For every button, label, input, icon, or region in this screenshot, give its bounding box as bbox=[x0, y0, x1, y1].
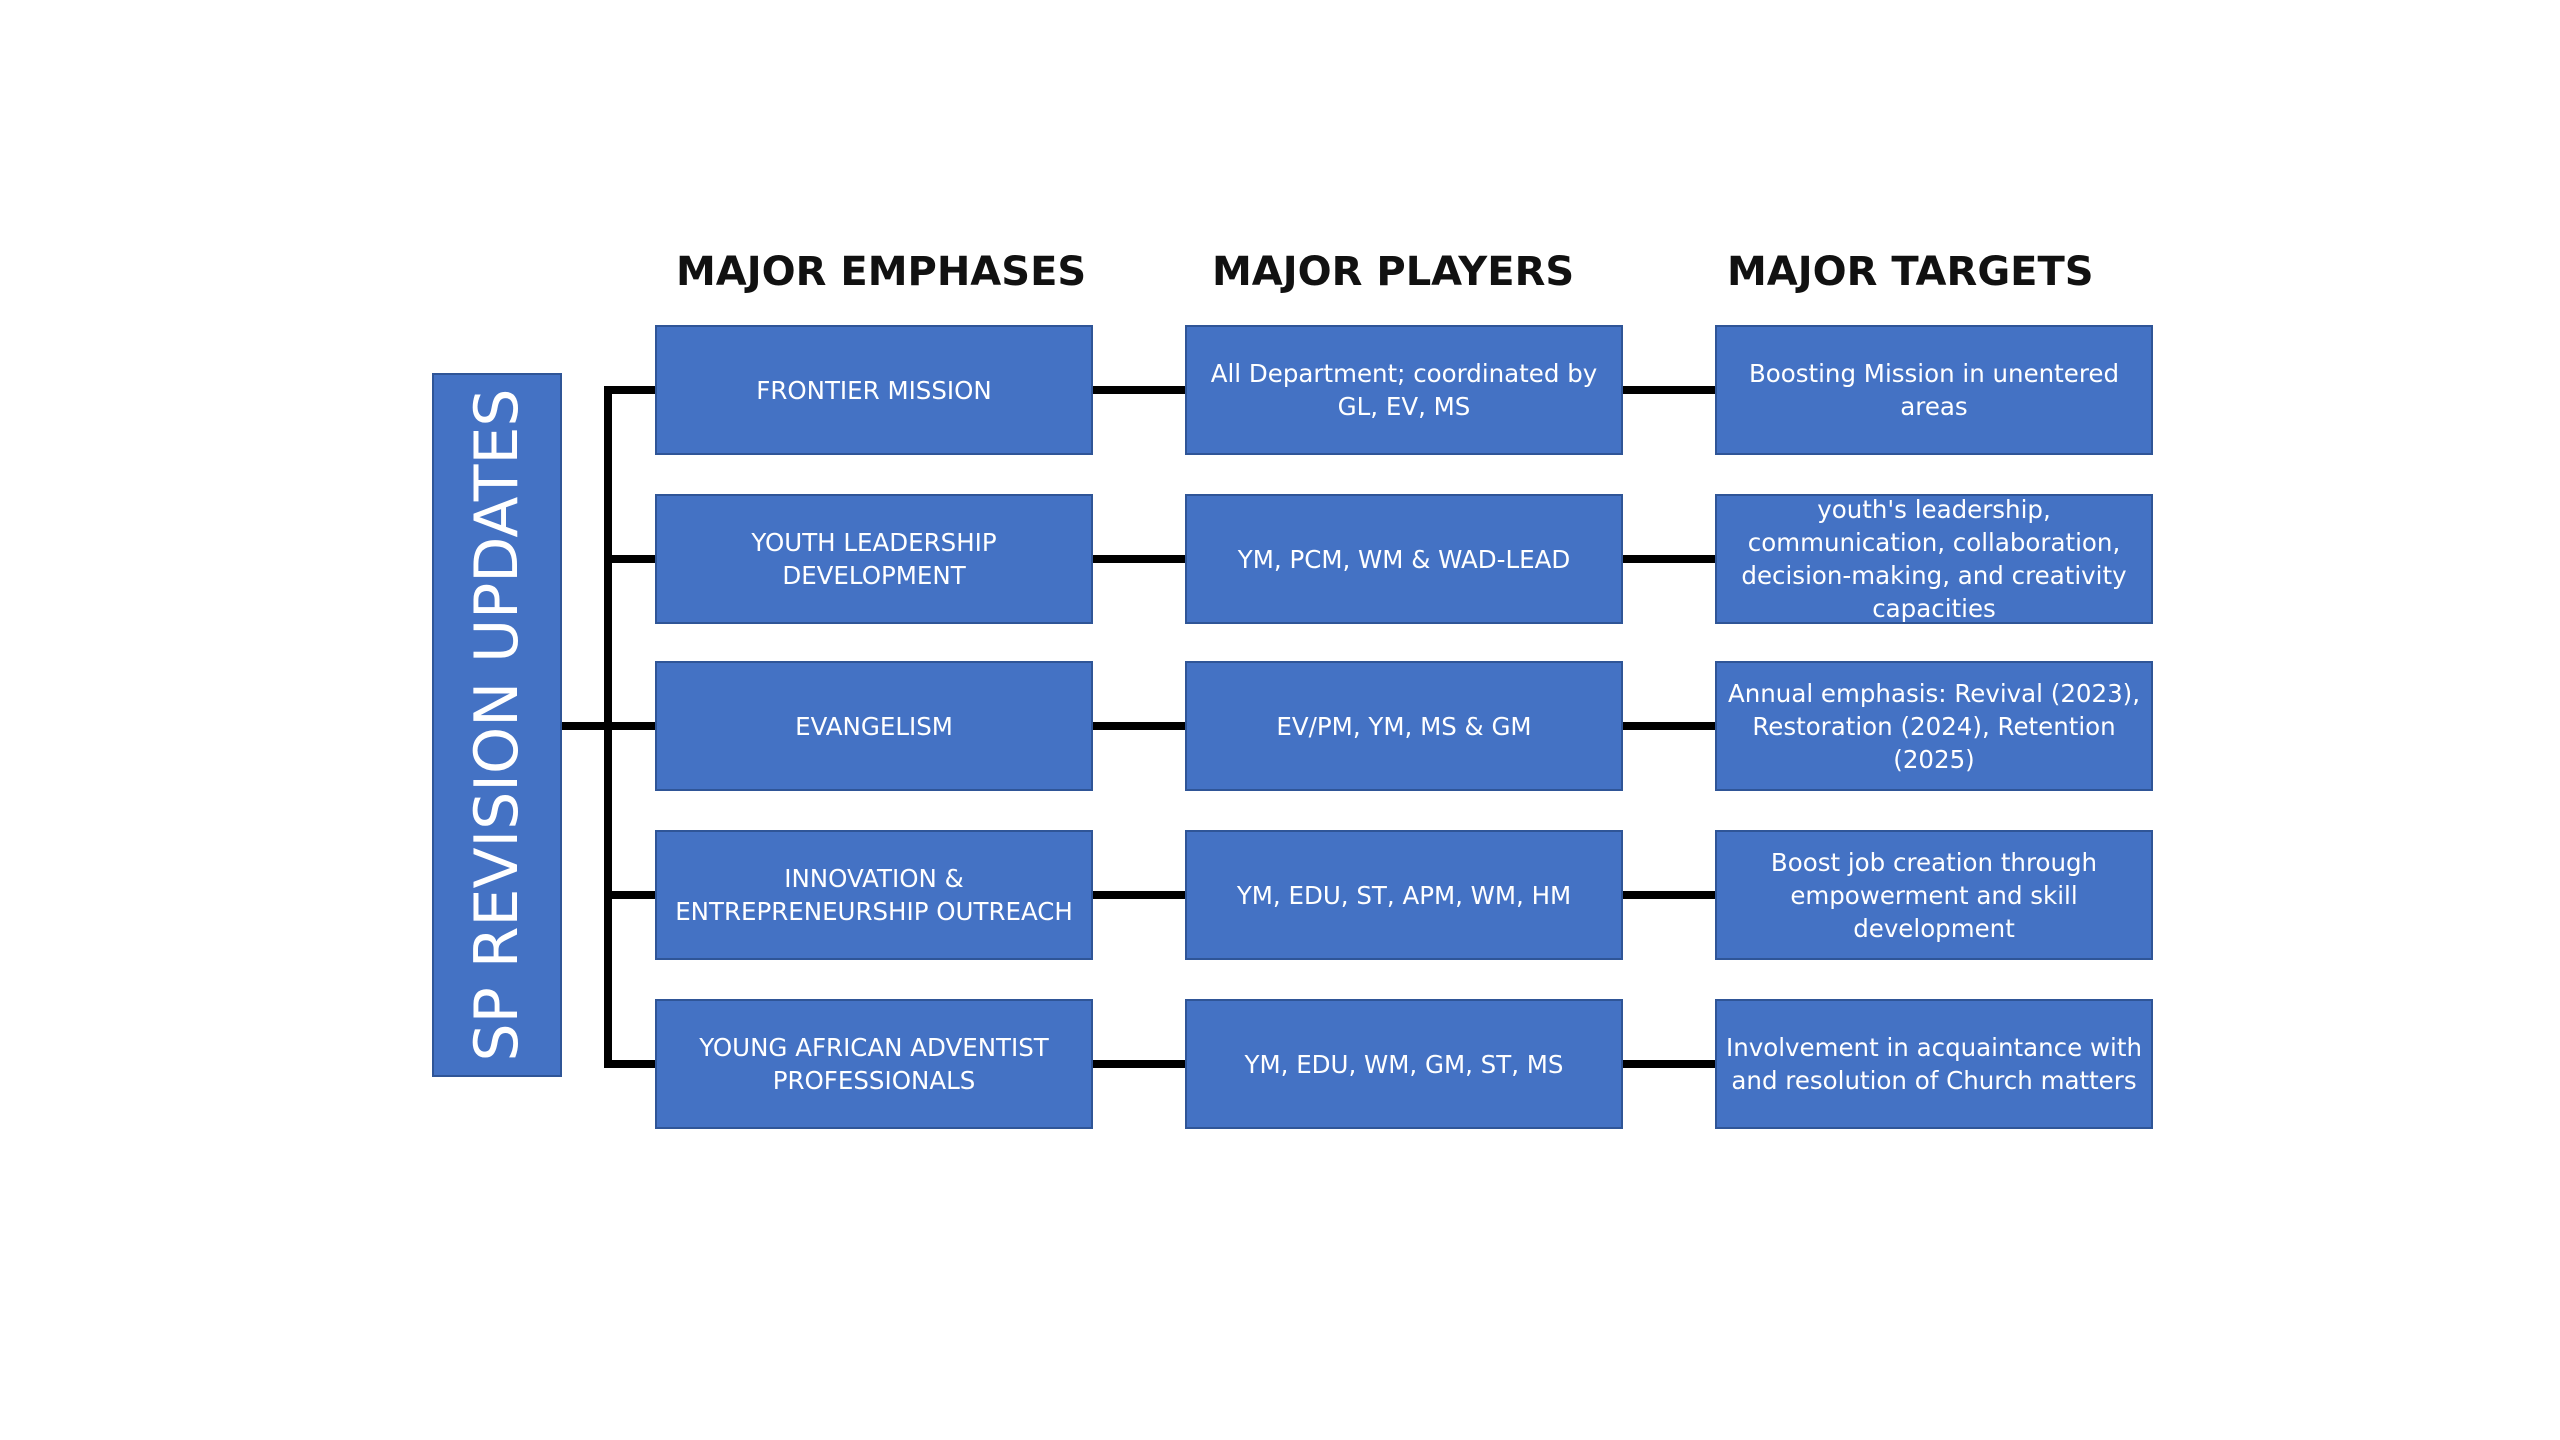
players-box-2: YM, PCM, WM & WAD-LEAD bbox=[1185, 494, 1623, 624]
connector-emphasis-players-4 bbox=[1093, 891, 1185, 899]
connector-emphasis-players-3 bbox=[1093, 722, 1185, 730]
connector-players-target-4 bbox=[1623, 891, 1715, 899]
connector-players-target-1 bbox=[1623, 386, 1715, 394]
emphasis-box-evangelism: EVANGELISM bbox=[655, 661, 1093, 791]
players-box-4: YM, EDU, ST, APM, WM, HM bbox=[1185, 830, 1623, 960]
title-text: SP REVISION UPDATES bbox=[462, 388, 532, 1062]
connector-branch-5 bbox=[604, 1060, 656, 1068]
players-box-3: EV/PM, YM, MS & GM bbox=[1185, 661, 1623, 791]
header-major-targets: MAJOR TARGETS bbox=[1727, 249, 2094, 295]
header-major-players: MAJOR PLAYERS bbox=[1212, 249, 1575, 295]
target-box-2: youth's leadership, communication, colla… bbox=[1715, 494, 2153, 624]
connector-players-target-2 bbox=[1623, 555, 1715, 563]
target-box-3: Annual emphasis: Revival (2023), Restora… bbox=[1715, 661, 2153, 791]
connector-branch-1 bbox=[604, 386, 656, 394]
emphasis-box-youth-leadership: YOUTH LEADERSHIP DEVELOPMENT bbox=[655, 494, 1093, 624]
connector-players-target-3 bbox=[1623, 722, 1715, 730]
title-box bbox=[432, 373, 562, 1077]
emphasis-box-young-professionals: YOUNG AFRICAN ADVENTIST PROFESSIONALS bbox=[655, 999, 1093, 1129]
target-box-4: Boost job creation through empowerment a… bbox=[1715, 830, 2153, 960]
connector-players-target-5 bbox=[1623, 1060, 1715, 1068]
emphasis-box-frontier-mission: FRONTIER MISSION bbox=[655, 325, 1093, 455]
target-box-1: Boosting Mission in unentered areas bbox=[1715, 325, 2153, 455]
connector-emphasis-players-5 bbox=[1093, 1060, 1185, 1068]
target-box-5: Involvement in acquaintance with and res… bbox=[1715, 999, 2153, 1129]
connector-branch-4 bbox=[604, 891, 656, 899]
header-major-emphases: MAJOR EMPHASES bbox=[676, 249, 1087, 295]
players-box-1: All Department; coordinated by GL, EV, M… bbox=[1185, 325, 1623, 455]
emphasis-box-innovation: INNOVATION & ENTREPRENEURSHIP OUTREACH bbox=[655, 830, 1093, 960]
connector-branch-2 bbox=[604, 555, 656, 563]
connector-trunk bbox=[562, 722, 608, 730]
connector-branch-3 bbox=[604, 722, 656, 730]
connector-emphasis-players-2 bbox=[1093, 555, 1185, 563]
connector-emphasis-players-1 bbox=[1093, 386, 1185, 394]
players-box-5: YM, EDU, WM, GM, ST, MS bbox=[1185, 999, 1623, 1129]
